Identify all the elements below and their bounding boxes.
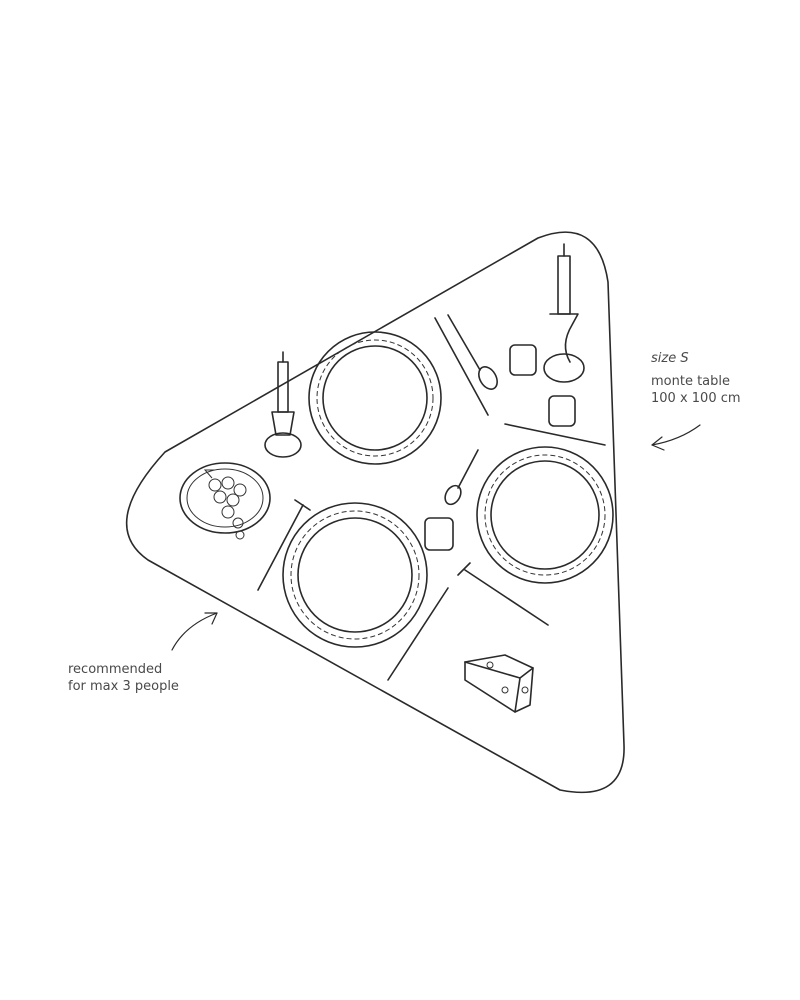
- triangle-table-top: [125, 231, 625, 794]
- candle-left: [264, 351, 302, 458]
- arrow-to-table-left: [171, 612, 218, 651]
- cutlery: [257, 314, 606, 681]
- recommendation-line1: recommended: [68, 662, 163, 677]
- plate-right: [476, 446, 614, 584]
- product-name: monte table: [651, 374, 731, 389]
- size-label: size S: [651, 351, 689, 366]
- product-dimensions: 100 x 100 cm: [651, 391, 741, 406]
- plate-top: [308, 331, 442, 465]
- plate-left: [282, 502, 428, 648]
- candle-right: [543, 243, 585, 383]
- cheese-wedge: [464, 654, 534, 713]
- arrow-to-table-right: [651, 424, 701, 451]
- glasses: [424, 344, 576, 551]
- grape-plate: [179, 462, 271, 540]
- recommendation-line2: for max 3 people: [68, 679, 179, 694]
